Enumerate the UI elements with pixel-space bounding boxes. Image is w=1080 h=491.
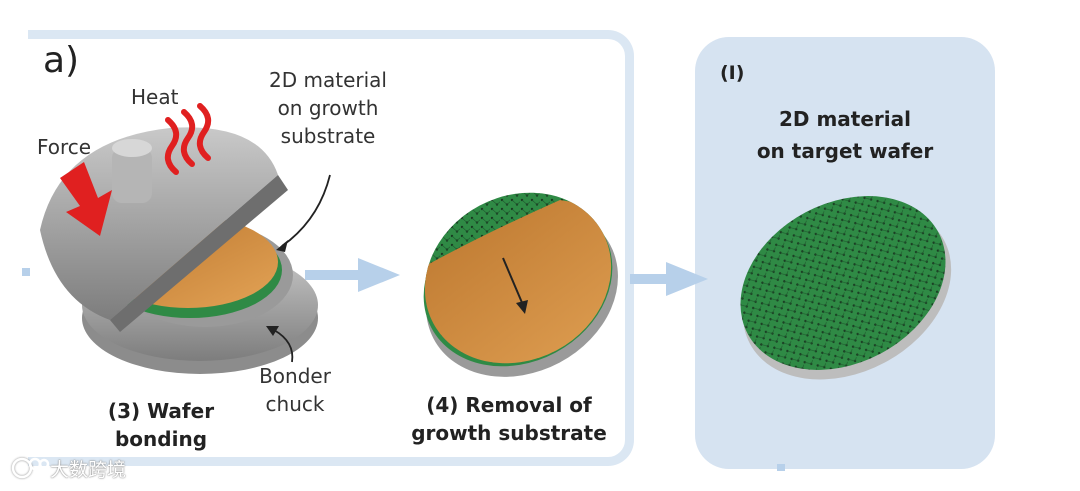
wafer-target [740, 196, 952, 380]
force-arrow [60, 162, 112, 236]
flow-arrow-stub [22, 268, 30, 276]
material-label: 2D material on growth substrate [269, 68, 387, 148]
flow-arrow-2 [630, 262, 708, 296]
watermark-logo-icon [11, 457, 50, 479]
panel-tag: (I) [720, 62, 745, 84]
panel-title: 2D material on target wafer [756, 107, 934, 163]
heat-label: Heat [131, 85, 179, 109]
step4-label: (4) Removal of growth substrate [411, 393, 607, 445]
bonder-press-head [40, 127, 288, 332]
force-label: Force [37, 135, 92, 159]
heat-waves-icon [164, 103, 212, 175]
chuck-callout-line [273, 329, 294, 363]
wafer-removal [400, 180, 640, 380]
material-callout-line [281, 174, 331, 247]
flow-arrow-1 [305, 258, 400, 292]
step3-label: (3) Wafer bonding [107, 399, 215, 451]
chuck-label: Bonder chuck [259, 364, 331, 416]
figure-label: a) [43, 40, 80, 81]
watermark-text: 大数跨境 [50, 459, 127, 481]
